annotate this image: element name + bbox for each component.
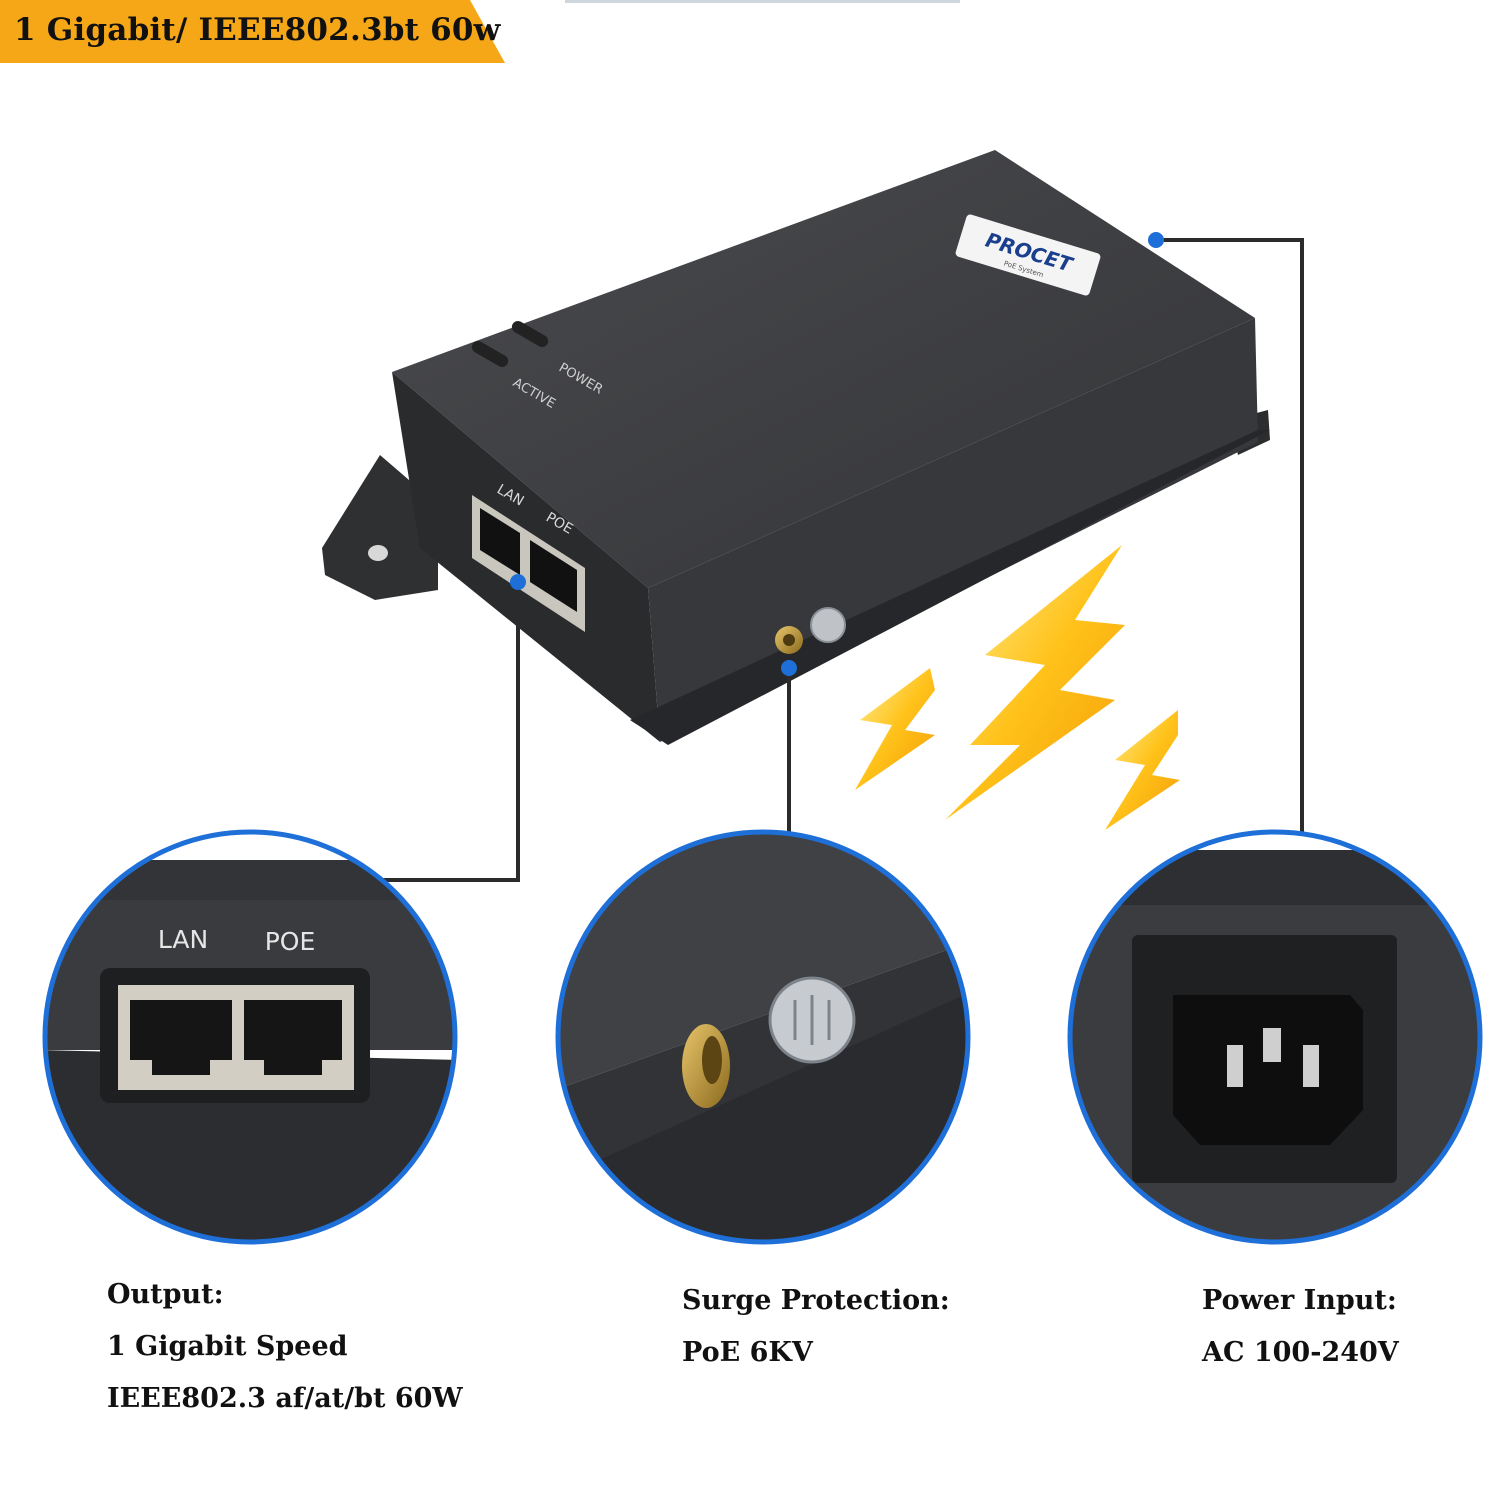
callout-lines [380, 238, 1304, 882]
surge-caption-line1: PoE 6KV [682, 1337, 813, 1368]
lightning-bolt-icon [855, 545, 1180, 830]
zoom-output-ports: LAN POE [42, 829, 458, 1245]
zoom-lan-label: LAN [158, 925, 208, 954]
title-banner-text: 1 Gigabit/ IEEE802.3bt 60w [14, 12, 501, 48]
zoom-surge-protection [555, 829, 971, 1245]
output-caption-title: Output: [107, 1279, 224, 1310]
device-rj45-ports [472, 495, 585, 632]
poe-injector-device: PROCET PoE System POWER ACTIVE LAN POE [322, 150, 1270, 745]
active-led-window [471, 341, 509, 367]
power-caption-line1: AC 100-240V [1202, 1337, 1399, 1368]
power-led-window [511, 321, 549, 347]
output-caption-line1: 1 Gigabit Speed [107, 1331, 348, 1362]
callout-dot-ports [510, 574, 526, 590]
surge-caption-title: Surge Protection: [682, 1285, 950, 1316]
power-caption-title: Power Input: [1202, 1285, 1397, 1316]
callout-dot-power [1148, 232, 1164, 248]
title-banner [0, 0, 505, 63]
callout-dot-ground [781, 660, 797, 676]
brand-logo: PROCET PoE System [955, 214, 1101, 296]
output-caption-line2: IEEE802.3 af/at/bt 60W [107, 1383, 463, 1414]
top-divider [565, 0, 960, 3]
ground-symbol-icon [810, 607, 846, 643]
ac-inlet-icon [1173, 995, 1363, 1145]
zoom-poe-label: POE [265, 927, 316, 956]
zoom-power-input [1067, 829, 1483, 1245]
